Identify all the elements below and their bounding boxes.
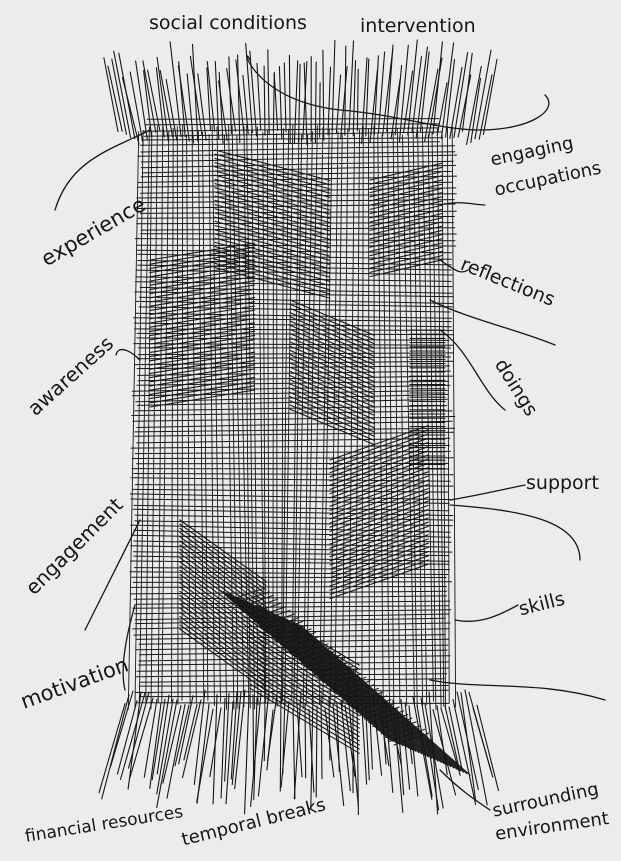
label-support: support	[526, 474, 599, 493]
label-social-conditions: social conditions	[149, 14, 307, 33]
label-intervention: intervention	[360, 17, 476, 36]
